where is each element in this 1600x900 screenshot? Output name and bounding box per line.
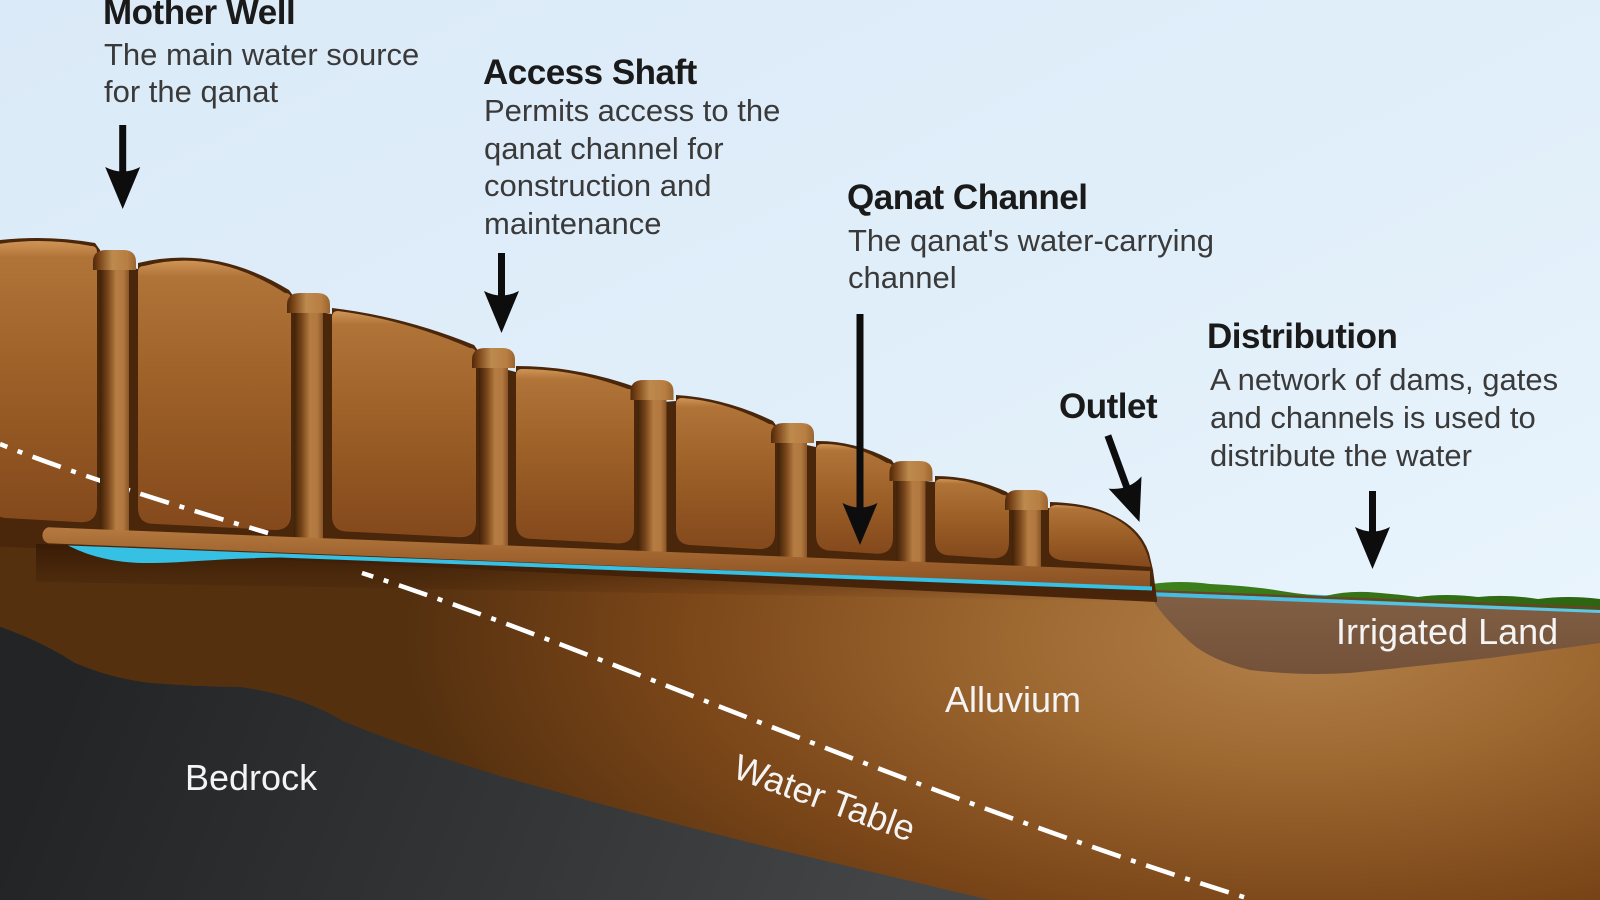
svg-text:Mother Well: Mother Well xyxy=(103,0,295,32)
svg-text:and channels is used to: and channels is used to xyxy=(1210,400,1536,435)
svg-text:Distribution: Distribution xyxy=(1207,317,1397,356)
svg-text:channel: channel xyxy=(848,260,957,295)
svg-text:Outlet: Outlet xyxy=(1059,387,1158,426)
svg-text:for the qanat: for the qanat xyxy=(104,74,278,109)
svg-text:distribute the water: distribute the water xyxy=(1210,438,1472,473)
svg-text:Qanat Channel: Qanat Channel xyxy=(847,178,1087,217)
svg-text:Bedrock: Bedrock xyxy=(185,757,318,798)
svg-text:Permits access to the: Permits access to the xyxy=(484,93,780,128)
svg-text:Access Shaft: Access Shaft xyxy=(483,53,698,92)
svg-text:Alluvium: Alluvium xyxy=(945,679,1081,720)
svg-text:qanat channel for: qanat channel for xyxy=(484,131,724,166)
svg-text:A network of dams, gates: A network of dams, gates xyxy=(1210,362,1558,397)
svg-text:Irrigated Land: Irrigated Land xyxy=(1336,611,1558,652)
svg-text:construction and: construction and xyxy=(484,168,711,203)
svg-text:maintenance: maintenance xyxy=(484,206,662,241)
svg-text:The main water source: The main water source xyxy=(104,37,419,72)
svg-text:The qanat's water-carrying: The qanat's water-carrying xyxy=(848,223,1214,258)
